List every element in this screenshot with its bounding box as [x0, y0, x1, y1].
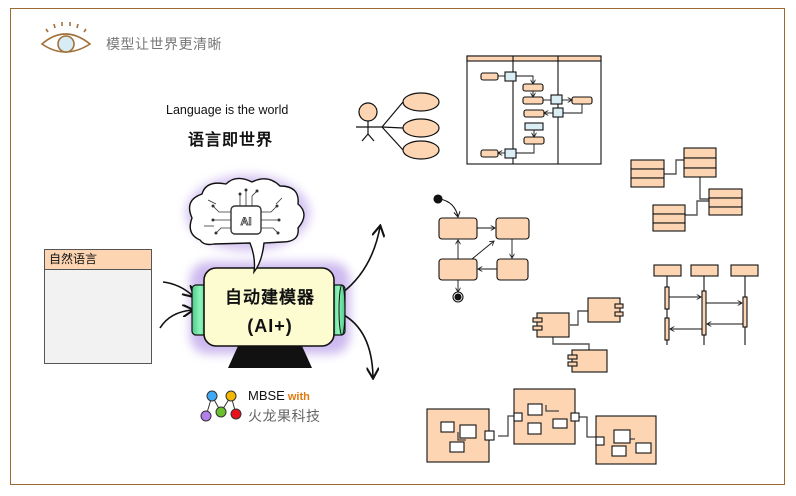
page-frame — [10, 8, 785, 485]
eye-icon — [40, 22, 92, 53]
company-name: 火龙果科技 — [248, 408, 321, 424]
ai-brain-chip-icon: AI — [188, 177, 305, 275]
use-case-diagram — [356, 92, 440, 160]
natural-language-box: 自然语言 — [44, 249, 152, 364]
natural-language-title: 自然语言 — [45, 250, 151, 270]
mbse-label: MBSE — [248, 388, 285, 403]
sequence-diagram — [653, 264, 759, 345]
modeler-subtitle: (AI+) — [247, 316, 293, 336]
class-diagram — [630, 147, 743, 232]
output-arrows — [341, 227, 380, 377]
headline-chinese: 语言即世界 — [188, 132, 274, 149]
modeler-stand — [228, 346, 312, 368]
svg-text:AI: AI — [241, 216, 252, 228]
component-diagram — [532, 297, 624, 373]
headline-english: Language is the world — [166, 103, 289, 117]
state-machine-diagram — [433, 194, 530, 303]
modeler-box — [203, 267, 335, 347]
activity-diagram — [466, 55, 602, 165]
modeler-title: 自动建模器 — [225, 288, 315, 307]
brand-slogan: 模型让世界更清晰 — [106, 36, 222, 52]
internal-block-diagram — [426, 388, 657, 465]
mbse-logo-icon — [200, 390, 242, 422]
mbse-with: with — [287, 391, 310, 403]
input-arrows — [159, 281, 193, 329]
